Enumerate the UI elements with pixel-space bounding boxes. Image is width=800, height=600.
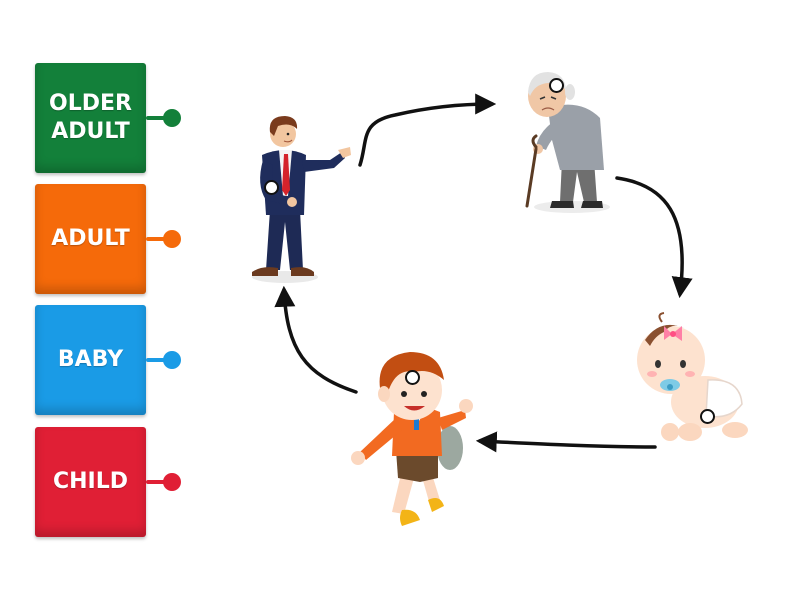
label-baby-connector [146, 358, 170, 362]
drop-target-child[interactable] [405, 370, 420, 385]
label-child-knob[interactable] [163, 473, 181, 491]
label-child[interactable]: CHILD [35, 427, 146, 537]
label-older-adult-text: OLDER ADULT [49, 91, 132, 144]
arrow-older-to-baby [615, 176, 693, 299]
arrow-adult-to-older [358, 93, 497, 167]
baby-figure [637, 312, 748, 441]
label-adult-connector [146, 237, 170, 241]
older-adult-figure [525, 72, 610, 213]
label-baby-text: BABY [57, 347, 124, 372]
label-baby-knob[interactable] [163, 351, 181, 369]
child-figure [351, 352, 473, 526]
label-older-adult[interactable]: OLDER ADULT [35, 63, 146, 173]
drop-target-baby[interactable] [700, 409, 715, 424]
label-older-adult-connector [146, 116, 170, 120]
arrow-child-to-adult [274, 285, 358, 394]
arrow-baby-to-child [475, 431, 657, 453]
label-child-connector [146, 480, 170, 484]
label-older-adult-knob[interactable] [163, 109, 181, 127]
drop-target-adult[interactable] [264, 180, 279, 195]
label-adult-text: ADULT [51, 226, 130, 251]
label-adult[interactable]: ADULT [35, 184, 146, 294]
label-adult-knob[interactable] [163, 230, 181, 248]
drop-target-older-adult[interactable] [549, 78, 564, 93]
adult-figure [252, 116, 351, 283]
label-child-text: CHILD [52, 469, 129, 494]
label-baby[interactable]: BABY [35, 305, 146, 415]
